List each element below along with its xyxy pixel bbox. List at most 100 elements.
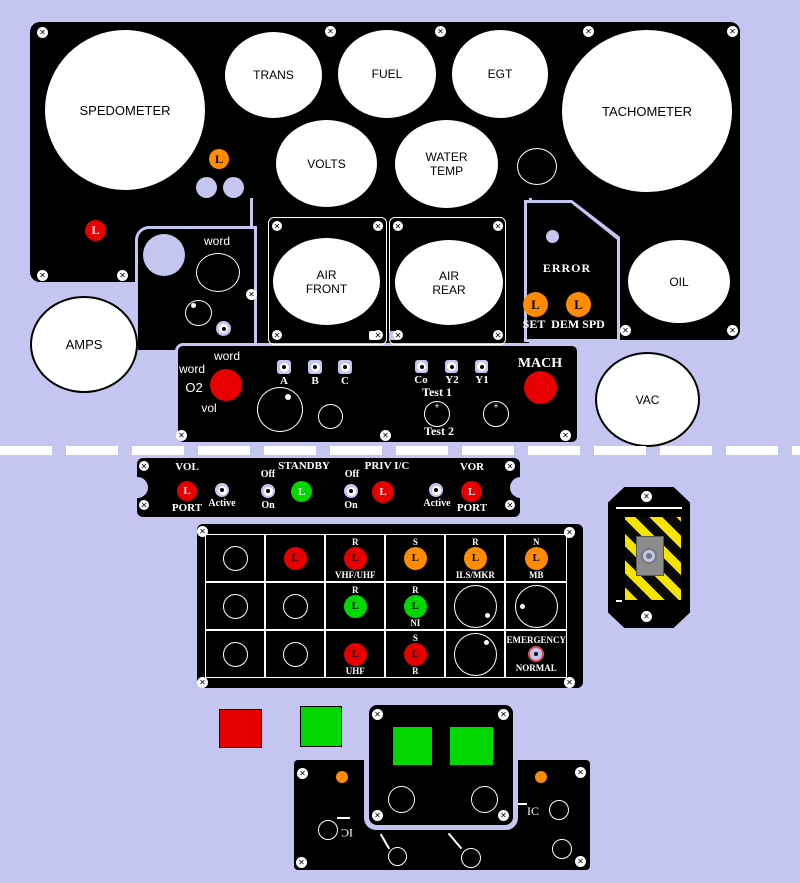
ic-left-hole [318, 820, 338, 840]
toggle-b[interactable] [308, 360, 322, 374]
toggle-ring [417, 362, 426, 371]
green-light: L [343, 594, 367, 618]
cell-top-label: R [351, 584, 359, 595]
active-left-toggle[interactable] [215, 483, 229, 497]
standby-toggle[interactable] [261, 484, 275, 498]
toggle-y2[interactable] [445, 360, 458, 373]
rotary-knob[interactable] [514, 584, 558, 628]
orange-light: L [524, 546, 548, 570]
word-panel-knob-hole[interactable] [196, 253, 240, 292]
rotary-knob[interactable] [453, 584, 497, 628]
toggle-co[interactable] [415, 360, 428, 373]
screw-icon [641, 611, 652, 622]
priv-title: PRIV I/C [364, 460, 410, 472]
hole [282, 641, 308, 667]
toggle-dot [479, 364, 484, 369]
strip-large-knob[interactable] [257, 387, 303, 432]
bottom-center-hole-right [471, 786, 498, 813]
ic-left-line [337, 817, 350, 819]
standby-light: L [291, 481, 312, 502]
toggle-y1[interactable] [475, 360, 488, 373]
grid-cell-r2c5 [445, 582, 506, 630]
cluster-orange-light: L [209, 149, 229, 169]
light-letter: L [531, 296, 540, 312]
cell-top-label: S [412, 632, 418, 643]
green-indicator-right [450, 727, 493, 765]
toggle-y2-label: Y2 [445, 374, 459, 386]
rotary-knob[interactable] [453, 632, 497, 676]
gauge-trans-label: TRANS [253, 68, 294, 82]
gauge-air-front: AIR FRONT [273, 238, 380, 325]
priv-toggle[interactable] [344, 484, 358, 498]
toggle-ring [310, 362, 320, 372]
cell-bottom-label: ILS/MKR [455, 569, 495, 580]
screw-icon [117, 270, 128, 281]
cell-bottom-label: VHF/UHF [334, 569, 376, 580]
cell-top-label: R [412, 584, 419, 595]
green-light: L [403, 594, 427, 618]
gauge-air-rear: AIR REAR [395, 240, 503, 325]
word-panel-toggle[interactable] [216, 321, 231, 336]
screw-icon [564, 677, 575, 688]
light-letter: L [291, 552, 299, 564]
active-right-toggle[interactable] [429, 483, 443, 497]
screw-icon [498, 709, 509, 720]
cluster-hole-left [196, 177, 217, 198]
toggle-dot [221, 326, 226, 331]
screw-icon [297, 768, 308, 779]
gauge-air-rear-label: AIR REAR [432, 268, 466, 297]
priv-off-label: Off [344, 469, 360, 480]
grid-cell-r2c2 [265, 582, 326, 630]
screw-icon [37, 270, 48, 281]
air-front-frame [268, 217, 387, 345]
test-knob-1[interactable]: + [424, 401, 450, 427]
toggle-c[interactable] [338, 360, 352, 374]
test1-label: Test 1 [422, 385, 452, 399]
ic-right-hole [549, 800, 569, 820]
toggle-dot [266, 489, 270, 493]
o2-red-knob[interactable] [210, 369, 242, 401]
emergency-normal-toggle[interactable] [528, 646, 545, 662]
priv-on-label: On [344, 500, 358, 511]
gauge-air-front-label: AIR FRONT [305, 267, 348, 296]
cell-bottom-label: UHF [345, 665, 365, 676]
hole [222, 641, 248, 667]
active-left-label: Active [208, 498, 236, 509]
screw-icon [325, 26, 336, 37]
hole [222, 593, 248, 619]
grid-cell-r1c2: L [265, 534, 326, 582]
word-panel-small-knob[interactable] [185, 300, 212, 326]
screw-icon [373, 221, 383, 231]
screw-icon [372, 709, 383, 720]
hole [282, 593, 308, 619]
orange-dot-left [336, 771, 348, 783]
light-letter: L [532, 552, 540, 564]
knob-marker [484, 612, 490, 618]
word-panel-hole [143, 234, 185, 276]
orange-light: L [463, 546, 487, 570]
toggle-a[interactable] [277, 360, 291, 374]
test-knob-2[interactable]: + [483, 401, 509, 427]
knob-marker [191, 303, 196, 308]
set-light: L [523, 292, 548, 317]
grid-cell-r2c3: RLx [325, 582, 386, 630]
orange-light: L [403, 546, 427, 570]
screw-icon [575, 767, 586, 778]
toggle-c-label: C [341, 375, 349, 387]
grid-cell-r3c3: xLUHF [325, 630, 386, 678]
light-letter: L [351, 600, 359, 612]
red-light: L [343, 546, 367, 570]
toggle-ring [263, 486, 273, 496]
screw-icon [373, 330, 383, 340]
guard-toggle-switch[interactable] [641, 548, 657, 564]
screw-icon [393, 330, 403, 340]
gauge-water-temp: WATER TEMP [395, 120, 498, 208]
gauge-volts: VOLTS [276, 120, 377, 207]
word-top-label: word [203, 234, 230, 248]
standby-title: STANDBY [278, 460, 330, 472]
toggle-a-label: A [280, 375, 288, 387]
gauge-speedometer-label: SPEDOMETER [79, 102, 171, 118]
screw-icon [575, 856, 586, 867]
